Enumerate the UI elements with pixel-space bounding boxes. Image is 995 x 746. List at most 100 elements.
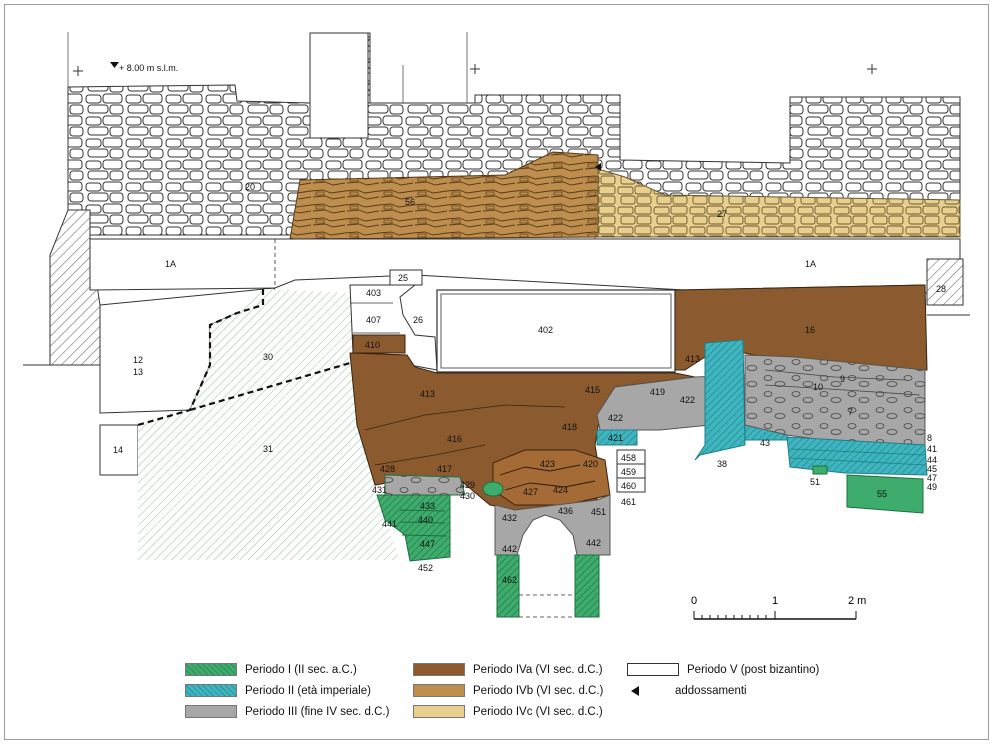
unit-430-stone: [482, 481, 504, 497]
label-10: 10: [813, 382, 823, 392]
unit-421: [596, 429, 638, 446]
label-424: 424: [553, 485, 568, 495]
unit-402-box: [436, 289, 676, 373]
label-44: 44: [927, 455, 937, 465]
unit-51: [812, 465, 828, 475]
label-428: 428: [380, 464, 395, 474]
label-28: 28: [936, 284, 946, 294]
unit-55-periodo-I: [846, 474, 924, 514]
scale-label-0: 0: [691, 595, 698, 607]
label-26: 26: [413, 315, 423, 325]
unit-labels: 20 56 27 1A 1A 25 28 403 407 26 402 16 1…: [113, 182, 946, 585]
label-417: 417: [437, 464, 452, 474]
label-51: 51: [810, 477, 820, 487]
label-452: 452: [418, 563, 433, 573]
label-429: 429: [460, 480, 475, 490]
dashed-boundary: [137, 289, 351, 427]
label-8: 8: [927, 433, 932, 443]
label-41: 41: [927, 444, 937, 454]
elevation-label: + 8.00 m s.l.m.: [119, 63, 179, 73]
arch-base-right: [574, 554, 600, 618]
stratigraphic-section-drawing: 20 56 27 1A 1A 25 28 403 407 26 402 16 1…: [23, 32, 970, 618]
legend-periodo-III: Periodo III (fine IV sec. d.C.): [185, 704, 389, 720]
label-402: 402: [538, 325, 553, 335]
label-20: 20: [245, 182, 255, 192]
units-458-461-boxes: [616, 449, 646, 493]
label-31: 31: [263, 444, 273, 454]
swatch-periodo-I: [185, 663, 237, 677]
label-9: 9: [840, 374, 845, 384]
label-423: 423: [540, 459, 555, 469]
label-433: 433: [420, 501, 435, 511]
swatch-periodo-IVc: [413, 705, 465, 719]
wall-20-masonry: [67, 32, 961, 236]
label-418: 418: [562, 422, 577, 432]
label-56: 56: [405, 197, 415, 207]
addossamenti-icon: [631, 685, 639, 696]
label-432: 432: [502, 513, 517, 523]
layer-7-9-10-periodo-III: [744, 354, 926, 446]
label-43: 43: [760, 438, 770, 448]
swatch-periodo-IVa: [413, 663, 465, 677]
units-429-430: [384, 474, 466, 496]
swatch-periodo-III: [185, 705, 237, 719]
label-461: 461: [621, 497, 636, 507]
label-14: 14: [113, 445, 123, 455]
label-442b: 442: [586, 538, 601, 548]
label-462: 462: [502, 575, 517, 585]
label-16: 16: [805, 325, 815, 335]
figure-frame: 20 56 27 1A 1A 25 28 403 407 26 402 16 1…: [4, 4, 989, 740]
swatch-periodo-IVb: [413, 684, 465, 698]
layer-1A: [89, 238, 961, 294]
legend: Periodo I (II sec. a.C.) Periodo II (età…: [185, 662, 825, 728]
label-431: 431: [372, 485, 387, 495]
survey-crosses: [73, 64, 877, 76]
label-47: 47: [927, 473, 937, 483]
label-447: 447: [420, 539, 435, 549]
label-403: 403: [366, 288, 381, 298]
arch-432-442-periodo-III: [494, 494, 611, 556]
scale-bar: 0 1 2 m: [690, 595, 880, 627]
label-420: 420: [583, 459, 598, 469]
label-430: 430: [460, 491, 475, 501]
label-422b: 422: [680, 395, 695, 405]
addossamento-marker: [595, 163, 601, 171]
label-30: 30: [263, 352, 273, 362]
label-49: 49: [927, 482, 937, 492]
layer-31-hatched: [138, 363, 400, 560]
label-55: 55: [877, 489, 887, 499]
label-436: 436: [558, 506, 573, 516]
tower-gap: [309, 32, 369, 139]
swatch-periodo-II: [185, 684, 237, 698]
label-459: 459: [621, 467, 636, 477]
label-416: 416: [447, 434, 462, 444]
label-410: 410: [365, 340, 380, 350]
label-458: 458: [621, 453, 636, 463]
legend-periodo-IVa: Periodo IVa (VI sec. d.C.): [413, 662, 603, 678]
pillar-38: [694, 339, 746, 461]
legend-periodo-V: Periodo V (post bizantino): [627, 662, 819, 678]
legend-periodo-I: Periodo I (II sec. a.C.): [185, 662, 357, 678]
label-1A-right: 1A: [805, 259, 816, 269]
label-38: 38: [717, 459, 727, 469]
label-27: 27: [717, 209, 727, 219]
label-440: 440: [418, 515, 433, 525]
label-12: 12: [133, 355, 143, 365]
layer-433-447-periodo-I: [376, 494, 451, 562]
label-441: 441: [382, 519, 397, 529]
label-460: 460: [621, 481, 636, 491]
pillar-28-hatched: [926, 258, 964, 306]
label-419: 419: [650, 387, 665, 397]
unit-410: [352, 334, 406, 354]
legend-periodo-II: Periodo II (età imperiale): [185, 683, 371, 699]
layer-30-hatched: [190, 289, 353, 410]
label-13: 13: [133, 367, 143, 377]
wall-27-periodo-IVc: [597, 168, 961, 238]
swatch-periodo-V: [627, 663, 679, 677]
label-407: 407: [366, 315, 381, 325]
legend-addossamenti: addossamenti: [627, 683, 747, 699]
label-427: 427: [523, 487, 538, 497]
label-442a: 442: [502, 544, 517, 554]
label-413b: 413: [685, 354, 700, 364]
label-421: 421: [608, 433, 623, 443]
